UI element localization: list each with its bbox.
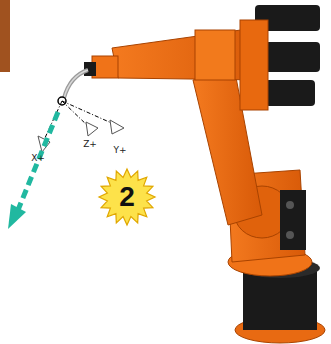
starburst — [99, 169, 155, 225]
axis-label: Z+ — [83, 140, 97, 149]
axis-label: X+ — [31, 154, 45, 163]
callout-number: 2 — [119, 183, 135, 211]
axis-label: Y+ — [113, 146, 126, 155]
corner-bar — [0, 0, 10, 72]
